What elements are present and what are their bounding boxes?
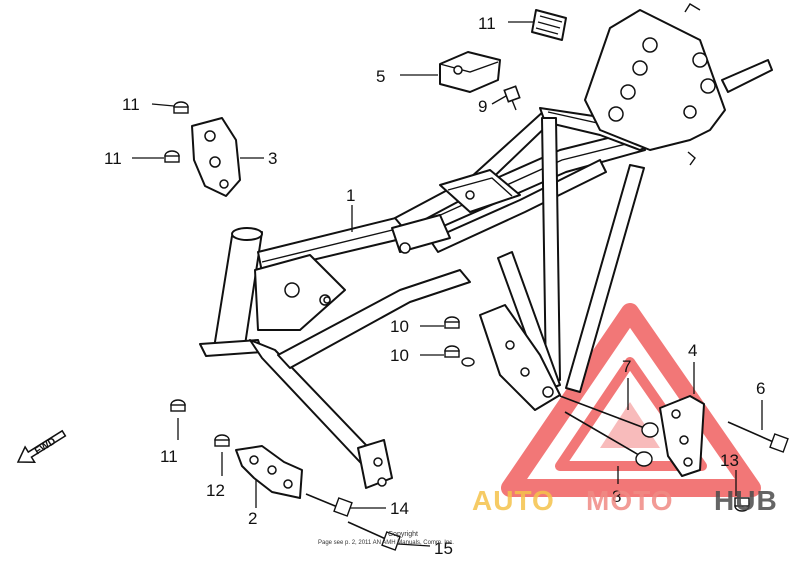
- callout-9: 9: [478, 97, 487, 116]
- lower-rail: [277, 269, 471, 369]
- watermark-text: AUTO MOTO HUB: [472, 485, 778, 516]
- seat-rail-right: [429, 159, 607, 253]
- part-4-bracket: [659, 395, 705, 477]
- part-9-bolt: [503, 85, 521, 111]
- callout-10-lower: 10: [390, 346, 409, 365]
- callout-13: 13: [720, 451, 739, 470]
- head-tube-top: [231, 227, 263, 241]
- part-3-bracket: [191, 117, 241, 197]
- callout-15: 15: [434, 539, 453, 558]
- part-11-nut-left: [170, 399, 186, 412]
- pivot-plate: [479, 304, 561, 411]
- callout-1: 1: [346, 186, 355, 205]
- fwd-arrow-icon: [16, 429, 67, 463]
- center-cross-plate: [439, 169, 521, 213]
- watermark-triangle-core: [600, 402, 660, 448]
- callout-14: 14: [390, 499, 409, 518]
- callout-10-upper: 10: [390, 317, 409, 336]
- part-10-nut-lower: [444, 345, 460, 358]
- callout-5: 5: [376, 67, 385, 86]
- part-7-long-bolt: [559, 395, 659, 438]
- part-14-bolt: [305, 493, 353, 517]
- part-5-bracket: [439, 51, 501, 93]
- rear-down-tube-left: [541, 117, 561, 381]
- part-11-nut-top: [173, 101, 189, 114]
- callout-4: 4: [688, 341, 697, 360]
- callout-11-mid: 11: [104, 149, 122, 168]
- part-12-rubber: [531, 9, 567, 41]
- watermark-moto: MOTO: [586, 485, 673, 516]
- callout-2: 2: [248, 509, 257, 528]
- copyright-line-2: Page see p. 2, 2011 AN AMH Manuals, Comm…: [318, 540, 454, 546]
- head-tube: [213, 231, 263, 349]
- callout-8: 8: [612, 487, 621, 506]
- part-6-bolt: [727, 421, 789, 453]
- watermark-hub: HUB: [714, 485, 778, 516]
- callout-7: 7: [622, 357, 631, 376]
- callout-labels: 11 5 9 11 11 3 1 10 10 11 12 2 14 15 7 8…: [104, 14, 765, 558]
- front-gusset: [254, 254, 346, 331]
- rear-down-tube-right: [565, 164, 645, 393]
- copyright-note: Copyright Page see p. 2, 2011 AN AMH Man…: [318, 531, 454, 546]
- part-15-bolt: [347, 521, 401, 551]
- watermark-auto: AUTO: [472, 485, 555, 516]
- part-2-bracket: [235, 445, 303, 499]
- part-8-long-bolt: [564, 411, 653, 467]
- part-11-nut-mid: [164, 150, 180, 163]
- callout-11-top: 11: [122, 95, 140, 114]
- callout-6: 6: [756, 379, 765, 398]
- rear-tab: [721, 59, 773, 93]
- part-10-nut-upper: [444, 316, 460, 329]
- callout-11-left: 11: [160, 447, 178, 466]
- fwd-indicator: FWD: [16, 429, 67, 463]
- part-13-nut: [734, 497, 750, 512]
- part-11-nut-low: [214, 434, 230, 447]
- copyright-line-1: Copyright: [388, 531, 418, 538]
- callout-3: 3: [268, 149, 277, 168]
- callout-11-low: 12: [206, 481, 225, 500]
- leader-lines: [132, 21, 763, 547]
- frame-assembly: [199, 3, 773, 489]
- callout-12: 11: [478, 14, 496, 33]
